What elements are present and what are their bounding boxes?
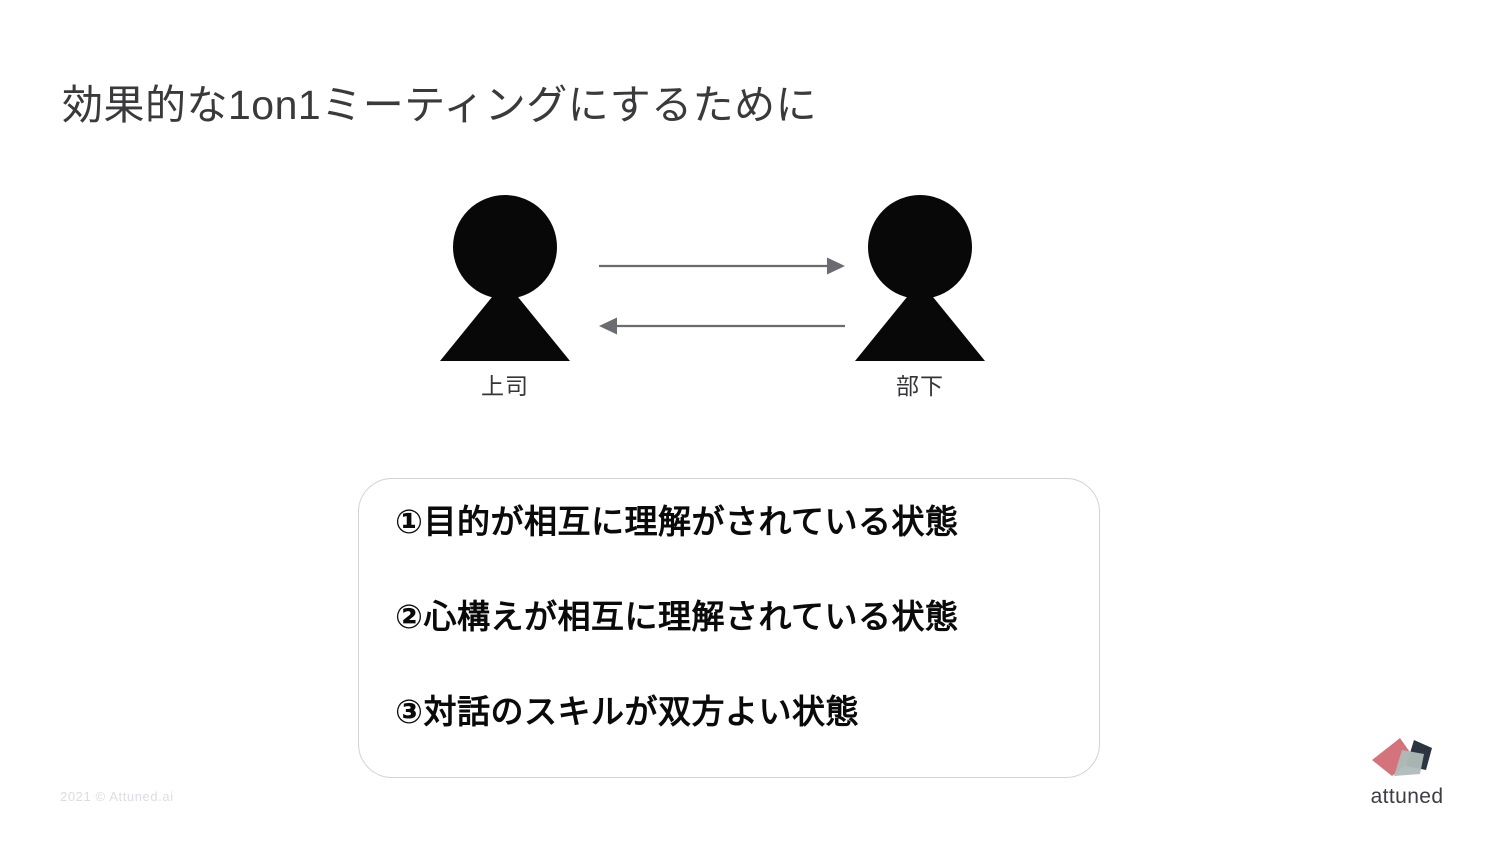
list-item: ①目的が相互に理解がされている状態 xyxy=(395,503,959,540)
footer-copyright: 2021 © Attuned.ai xyxy=(60,789,174,804)
two-person-dialogue-diagram: 上司 部下 xyxy=(400,195,1100,425)
arrow-left-icon xyxy=(599,317,845,335)
arrows-svg xyxy=(599,257,845,335)
page-title: 効果的な1on1ミーティングにするために xyxy=(62,82,818,128)
person-head-shape xyxy=(868,195,972,299)
arrow-right-icon xyxy=(599,257,845,275)
list-item: ②心構えが相互に理解されている状態 xyxy=(395,598,959,635)
person-silhouette-icon xyxy=(855,195,985,365)
person-silhouette-icon xyxy=(440,195,570,365)
key-points-box: ①目的が相互に理解がされている状態 ②心構えが相互に理解されている状態 ③対話の… xyxy=(358,478,1100,778)
person-figure-subordinate: 部下 xyxy=(855,195,985,398)
person-label-boss: 上司 xyxy=(481,373,529,399)
attuned-logo-mark-icon xyxy=(1372,738,1432,776)
list-item: ③対話のスキルが双方よい状態 xyxy=(395,693,859,730)
bidirectional-arrows xyxy=(595,250,855,350)
attuned-wordmark: attuned xyxy=(1370,785,1444,808)
person-label-subordinate: 部下 xyxy=(896,373,944,399)
person-head-shape xyxy=(453,195,557,299)
attuned-logo: attuned xyxy=(1352,736,1462,812)
key-points-list: ①目的が相互に理解がされている状態 ②心構えが相互に理解されている状態 ③対話の… xyxy=(395,505,1071,728)
person-figure-boss: 上司 xyxy=(440,195,570,398)
